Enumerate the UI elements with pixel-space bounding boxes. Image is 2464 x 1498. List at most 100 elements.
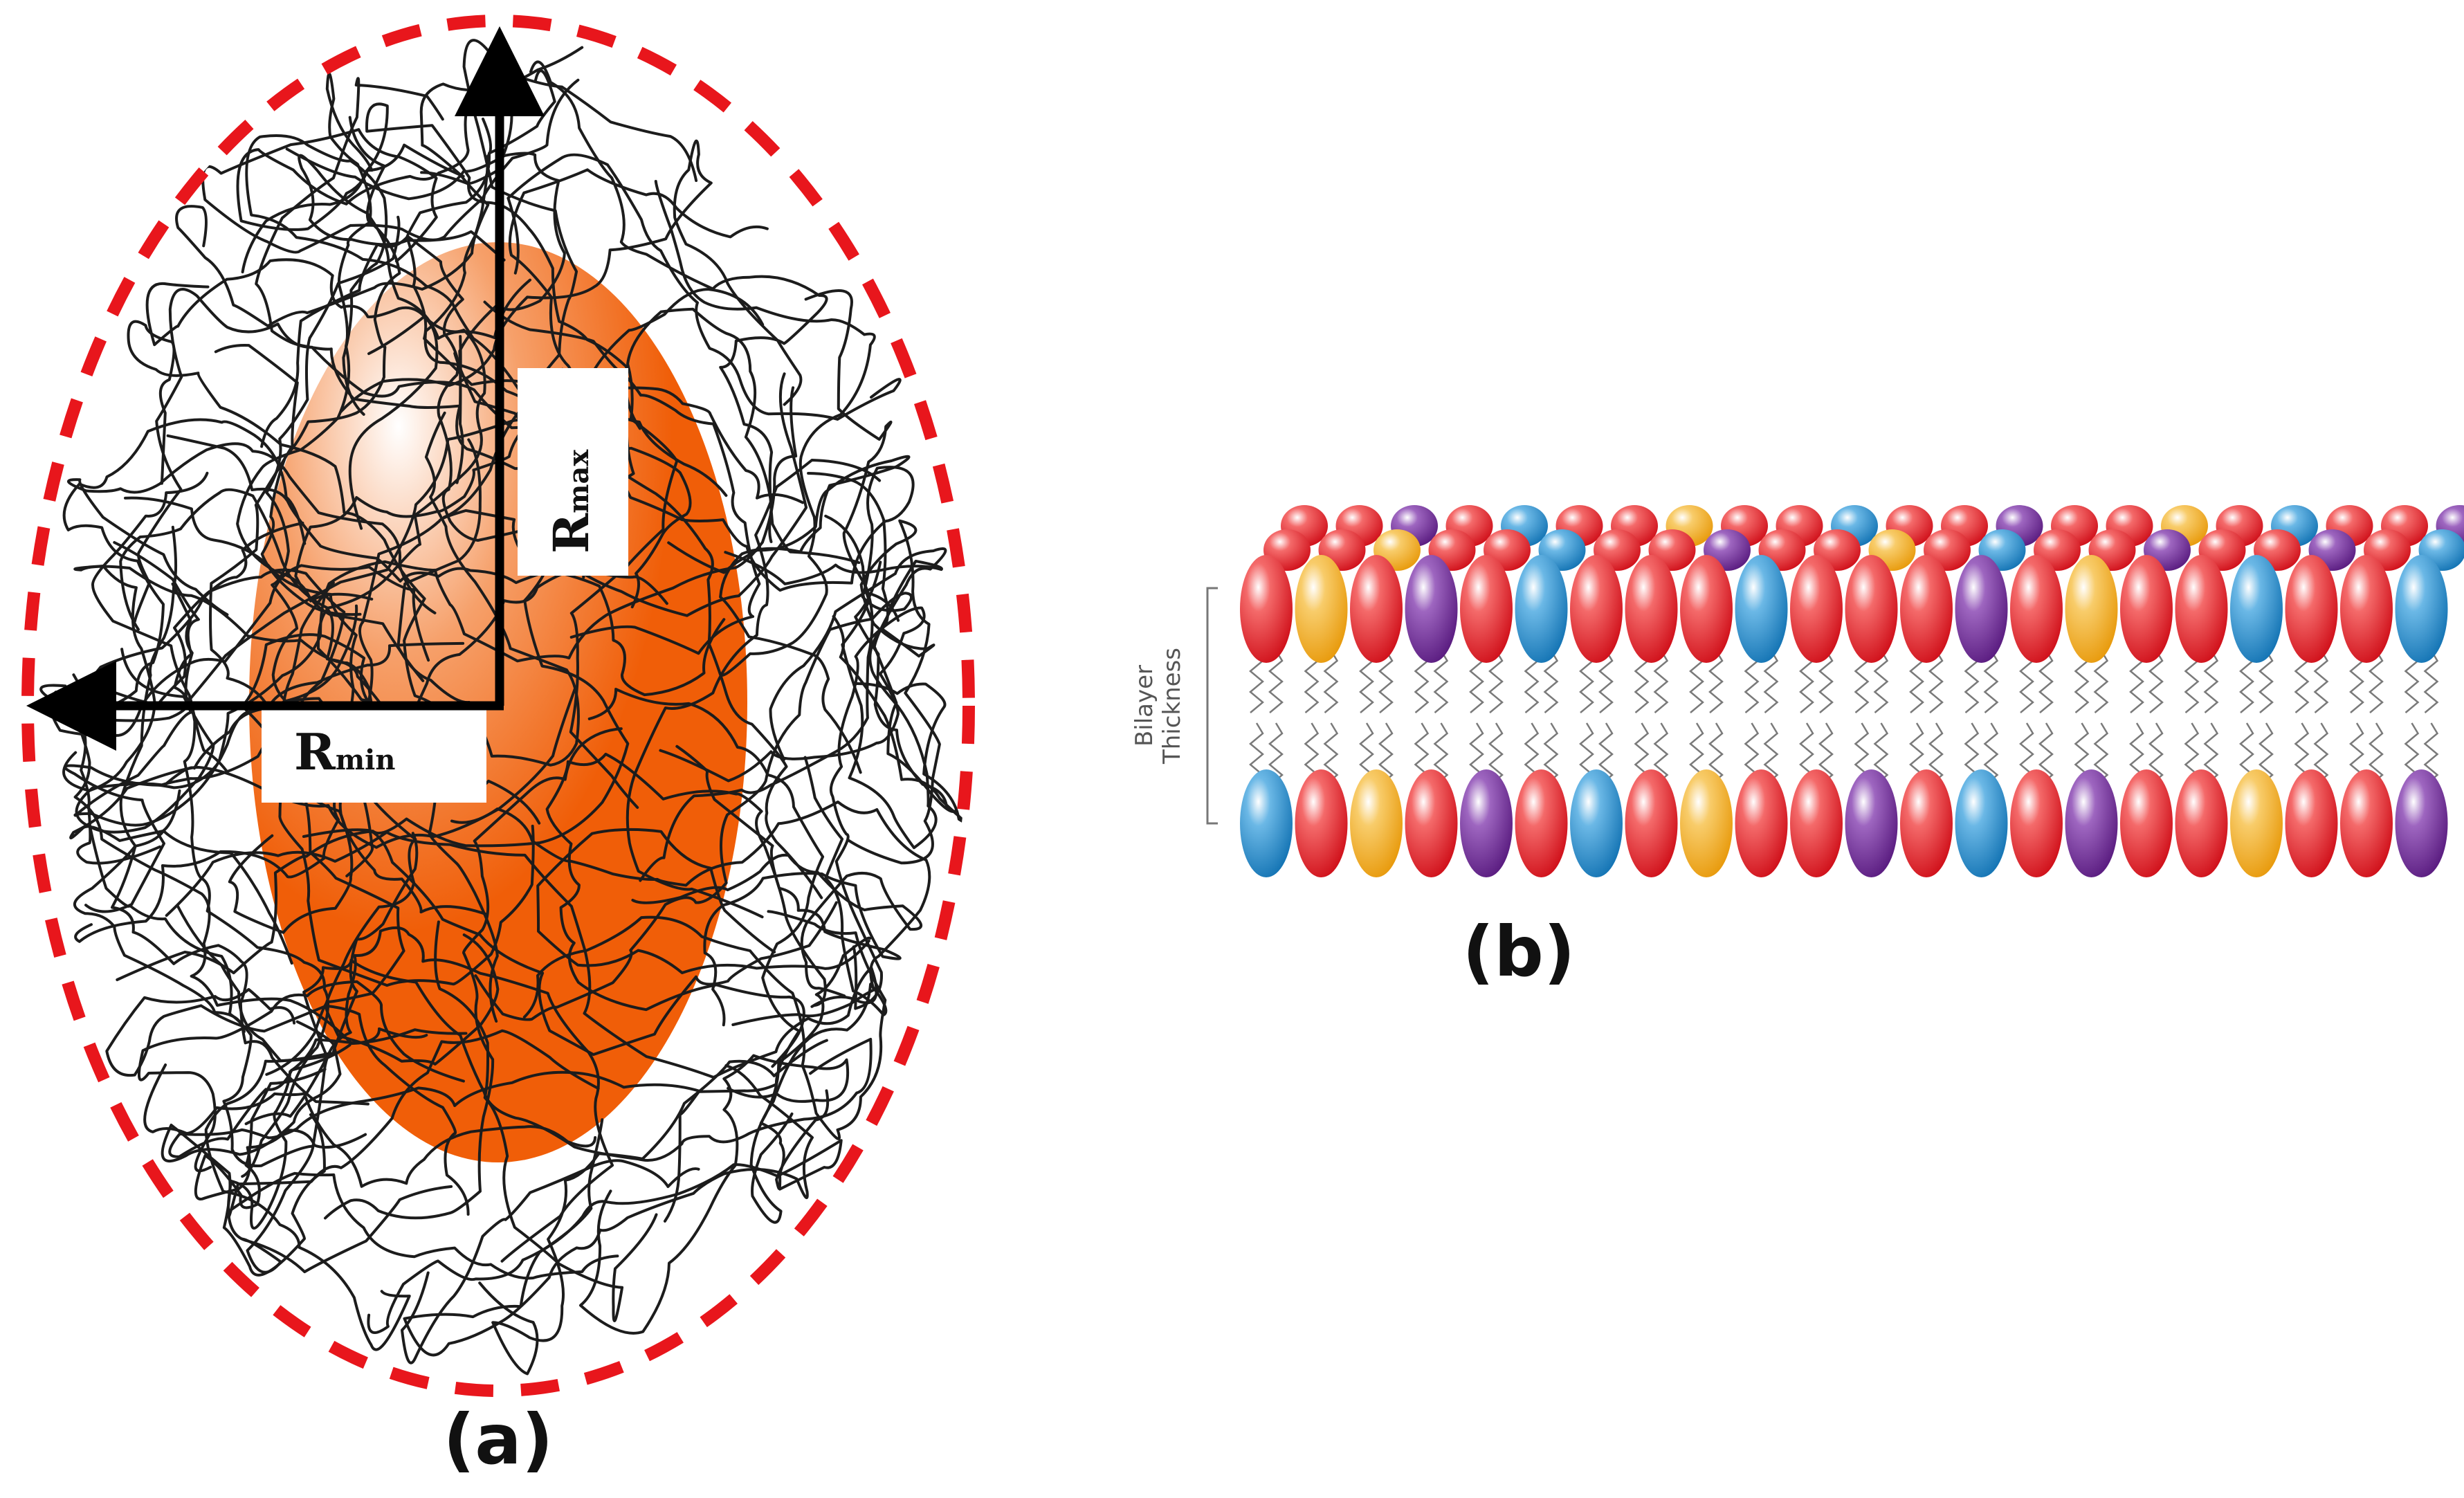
polymer-chain bbox=[73, 829, 293, 1033]
lipid-head-top bbox=[1570, 555, 1623, 663]
r-max-label: Rmax bbox=[518, 368, 628, 576]
polymer-chain bbox=[587, 688, 825, 1223]
lipid-head-bottom bbox=[2230, 769, 2283, 877]
polymer-chain bbox=[659, 606, 926, 1010]
lipid-tail bbox=[1543, 722, 1559, 786]
lipid-head-bottom bbox=[2340, 769, 2393, 877]
lipid-head-top bbox=[1350, 555, 1403, 663]
polymer-chain bbox=[241, 926, 614, 1274]
polymer-chain bbox=[852, 560, 966, 823]
panel-a-label: (a) bbox=[444, 1399, 554, 1480]
lipid-head-top bbox=[1405, 555, 1458, 663]
lipid-tail bbox=[1268, 722, 1284, 786]
bilayer-label: Bilayer bbox=[1131, 665, 1158, 747]
bilayer-bottom-heads bbox=[1240, 769, 2448, 877]
polymer-chain bbox=[324, 727, 623, 1220]
polymer-chain bbox=[367, 1139, 843, 1334]
lipid-head-top bbox=[1625, 555, 1678, 663]
polymer-chain bbox=[89, 826, 313, 1168]
lipid-tail bbox=[2038, 650, 2054, 713]
lipid-head-bottom bbox=[1350, 769, 1403, 877]
lipid-tail bbox=[1818, 650, 1834, 713]
lipid-tail bbox=[2148, 650, 2164, 713]
bilayer-top-heads bbox=[1240, 555, 2448, 663]
thickness-label: Thickness bbox=[1158, 648, 1186, 765]
polymer-chain bbox=[165, 830, 878, 1079]
polymer-chain bbox=[759, 936, 872, 1190]
polymer-chain bbox=[626, 459, 882, 919]
polymer-chain bbox=[168, 1043, 702, 1158]
polymer-chain bbox=[339, 139, 803, 414]
polymer-chain bbox=[749, 756, 888, 1224]
polymer-chain bbox=[111, 525, 369, 1106]
polymer-chain bbox=[116, 502, 630, 981]
polymer-chain bbox=[133, 288, 605, 623]
polymer-chain bbox=[227, 1029, 619, 1280]
lipid-head-top bbox=[2120, 555, 2173, 663]
lipid-head-bottom bbox=[1790, 769, 1843, 877]
polymer-chain bbox=[74, 581, 345, 943]
lipid-tail bbox=[1268, 650, 1284, 713]
polymer-chain bbox=[571, 288, 915, 622]
lipid-tail bbox=[1488, 722, 1504, 786]
lipid-tail bbox=[1818, 722, 1834, 786]
polymer-chain bbox=[241, 102, 641, 430]
polymer-chain bbox=[145, 258, 439, 530]
lipid-tail bbox=[2203, 650, 2219, 713]
panel-b-label: (b) bbox=[1463, 911, 1576, 992]
lipid-tail bbox=[2313, 722, 2329, 786]
lipid-tail bbox=[1763, 722, 1779, 786]
lipid-tails bbox=[1249, 650, 2439, 786]
lipid-tail bbox=[2369, 722, 2384, 786]
panel-b-bilayer: Bilayer Thickness (b) bbox=[1131, 505, 2464, 992]
polymer-chain bbox=[667, 455, 911, 774]
lipid-head-bottom bbox=[1515, 769, 1568, 877]
lipid-head-bottom bbox=[2285, 769, 2338, 877]
panel-a-micelle: Rmax Rmin (a) bbox=[21, 15, 975, 1480]
lipid-tail bbox=[1983, 722, 1999, 786]
polymer-chain bbox=[654, 180, 876, 677]
polymer-chain bbox=[579, 1054, 850, 1335]
lipid-tail bbox=[2313, 650, 2329, 713]
lipid-head-top bbox=[1680, 555, 1733, 663]
lipid-head-bottom bbox=[2395, 769, 2448, 877]
lipid-tail bbox=[2369, 650, 2384, 713]
lipid-head-top bbox=[1790, 555, 1843, 663]
lipid-tail bbox=[1323, 722, 1339, 786]
lipid-head-top bbox=[2340, 555, 2393, 663]
lipid-head-top bbox=[2395, 555, 2448, 663]
polymer-chain bbox=[302, 828, 838, 1057]
lipid-tail bbox=[1873, 650, 1889, 713]
lipid-tail bbox=[1598, 650, 1614, 713]
lipid-head-top bbox=[1515, 555, 1568, 663]
polymer-chain bbox=[769, 547, 959, 816]
lipid-tail bbox=[2423, 650, 2439, 713]
polymer-chain bbox=[507, 153, 902, 421]
lipid-head-bottom bbox=[2065, 769, 2118, 877]
lipid-tail bbox=[1378, 722, 1394, 786]
polymer-chain bbox=[401, 1159, 700, 1364]
polymer-chain bbox=[325, 315, 499, 1023]
lipid-tail bbox=[1433, 722, 1449, 786]
polymer-chain bbox=[403, 1064, 814, 1357]
lipid-tail bbox=[2093, 722, 2109, 786]
lipid-head-top bbox=[2175, 555, 2228, 663]
polymer-chain bbox=[285, 147, 566, 484]
lipid-tail bbox=[1598, 722, 1614, 786]
lipid-tail bbox=[1763, 650, 1779, 713]
lipid-tail bbox=[1488, 650, 1504, 713]
polymer-chain bbox=[67, 442, 437, 616]
polymer-chain bbox=[675, 745, 902, 1027]
lipid-head-top bbox=[1735, 555, 1788, 663]
polymer-chain bbox=[204, 1052, 411, 1351]
lipid-head-bottom bbox=[1735, 769, 1788, 877]
bilayer-back-heads bbox=[1263, 505, 2464, 571]
lipid-tail bbox=[2203, 722, 2219, 786]
lipid-head-bottom bbox=[1405, 769, 1458, 877]
lipid-tail bbox=[2093, 650, 2109, 713]
lipid-head-bottom bbox=[2120, 769, 2173, 877]
lipid-tail bbox=[1928, 650, 1944, 713]
lipid-tail bbox=[1983, 650, 1999, 713]
polymer-chain bbox=[483, 300, 761, 655]
